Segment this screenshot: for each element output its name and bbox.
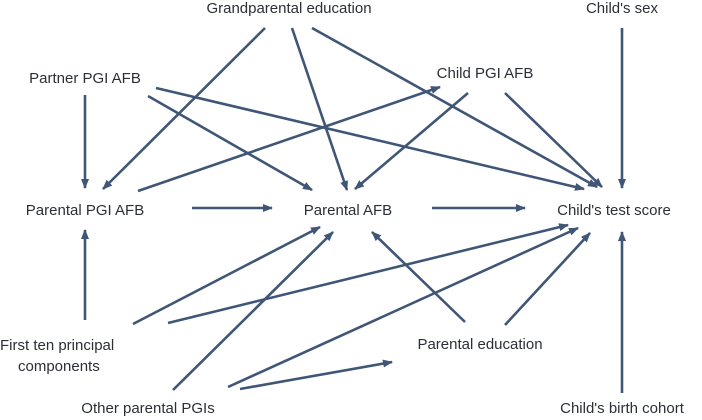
edge-arrow xyxy=(227,226,579,389)
edge-arrow xyxy=(147,94,313,192)
edge-arrow xyxy=(290,27,349,191)
edge-arrow xyxy=(239,359,393,391)
edge-arrow xyxy=(167,223,569,325)
node-other-parental-pgis: Other parental PGIs xyxy=(81,400,215,417)
node-childs-birth-cohort: Child's birth cohort xyxy=(560,400,684,417)
edge-arrow xyxy=(504,232,591,326)
node-parental-afb: Parental AFB xyxy=(303,202,393,219)
node-first-ten-principal-components-line2: components xyxy=(18,358,100,375)
node-first-ten-principal-components-line1: First ten principal xyxy=(0,337,115,354)
node-childs-sex: Child's sex xyxy=(585,0,659,17)
edge-arrow xyxy=(132,225,321,326)
edge-arrow xyxy=(137,85,441,193)
edge-arrow xyxy=(155,86,585,191)
node-grandparental-education: Grandparental education xyxy=(206,0,372,17)
edge-arrow xyxy=(102,27,266,190)
edge-arrow xyxy=(172,231,334,391)
node-parental-pgi-afb: Parental PGI AFB xyxy=(25,202,145,219)
node-first-ten-principal-components: First ten principal components xyxy=(0,335,114,377)
edge-arrow xyxy=(354,92,469,190)
node-partner-pgi-afb: Partner PGI AFB xyxy=(29,70,141,87)
node-child-pgi-afb: Child PGI AFB xyxy=(436,65,534,82)
node-childs-test-score: Child's test score xyxy=(557,202,671,219)
edge-arrow xyxy=(504,92,603,188)
node-parental-education: Parental education xyxy=(417,336,543,353)
edge-arrow xyxy=(311,26,598,189)
edge-arrow xyxy=(371,231,466,323)
